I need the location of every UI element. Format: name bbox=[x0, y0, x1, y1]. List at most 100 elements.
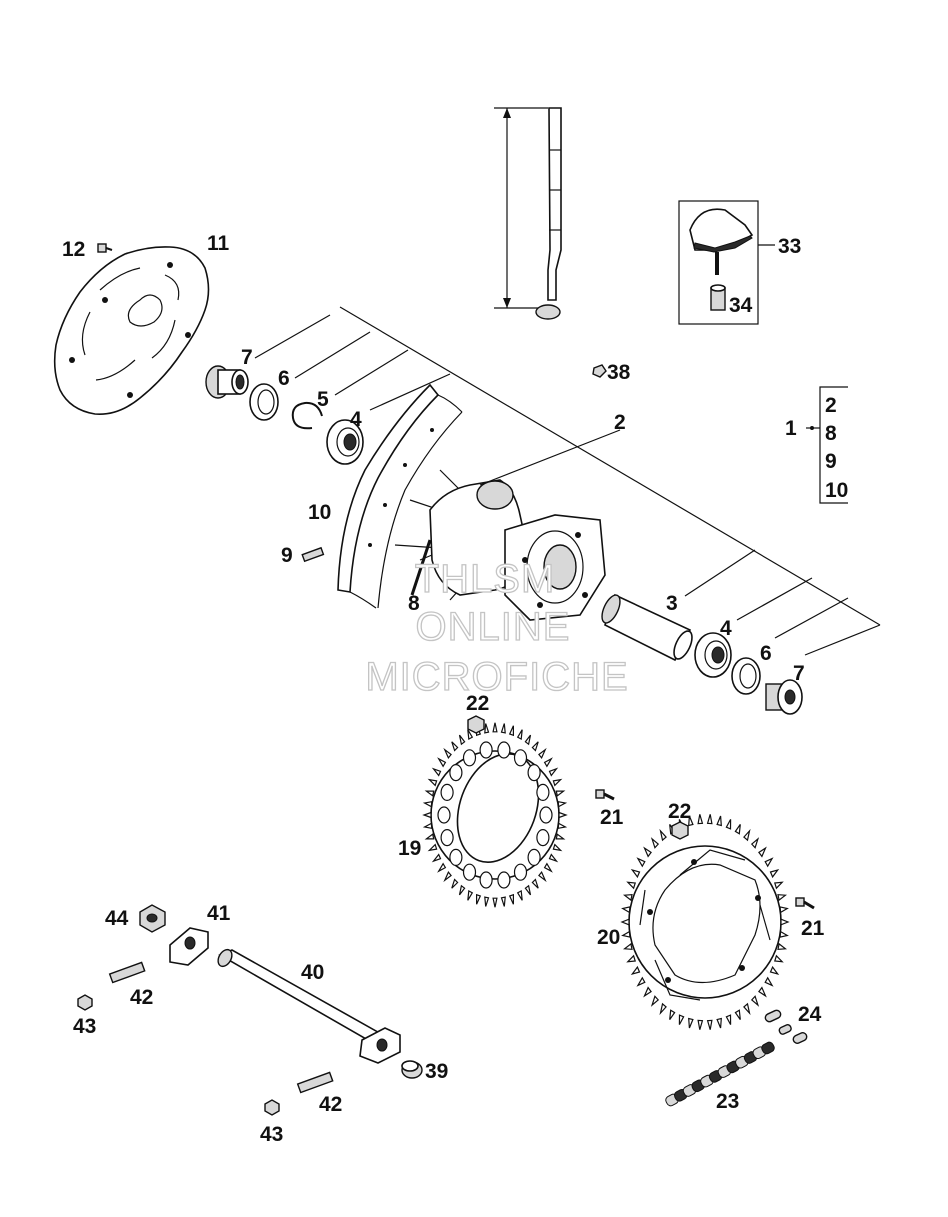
bearing-left bbox=[326, 419, 364, 465]
callout-4-left: 4 bbox=[350, 408, 362, 431]
chain-adjuster bbox=[169, 927, 209, 966]
sprocket-tooth bbox=[431, 767, 442, 777]
sprocket-hole bbox=[437, 806, 451, 824]
sprocket-tooth bbox=[437, 862, 447, 873]
callout-5: 5 bbox=[317, 388, 329, 411]
sprocket-tooth bbox=[636, 857, 646, 868]
spoke-wrench-tool bbox=[494, 107, 562, 320]
sprocket-tooth bbox=[706, 1019, 713, 1030]
callout-6-right: 6 bbox=[760, 642, 772, 665]
callout-34: 34 bbox=[729, 294, 753, 317]
callout-3: 3 bbox=[666, 592, 678, 615]
group-item-3: 9 bbox=[825, 450, 837, 473]
hub-sleeve bbox=[601, 593, 693, 662]
sprocket-tooth bbox=[779, 906, 789, 914]
sprocket-hole bbox=[462, 749, 477, 767]
sprocket-tooth bbox=[643, 986, 652, 998]
watermark-line-3: MICROFICHE bbox=[365, 655, 628, 699]
sprocket-tooth bbox=[774, 881, 784, 890]
sprocket-tooth bbox=[492, 897, 498, 908]
callout-42-upper: 42 bbox=[130, 986, 153, 1009]
sprocket-bolt-2 bbox=[795, 897, 815, 910]
sprocket-tooth bbox=[750, 995, 760, 1007]
spoke bbox=[410, 539, 432, 596]
sprocket-hole bbox=[527, 848, 541, 867]
sprocket-tooth bbox=[777, 894, 788, 902]
sprocket-tooth bbox=[555, 833, 566, 840]
drive-chain bbox=[665, 1041, 775, 1107]
valve-cap-box bbox=[678, 200, 775, 325]
sprocket-tooth bbox=[558, 811, 568, 819]
sprocket-tooth bbox=[769, 965, 780, 976]
sprocket-tooth bbox=[451, 741, 459, 752]
sprocket-tooth bbox=[557, 800, 568, 808]
sprocket-tooth bbox=[531, 878, 539, 889]
sprocket-hole bbox=[536, 783, 550, 802]
sprocket-tooth bbox=[734, 1009, 741, 1020]
sprocket-tooth bbox=[716, 815, 722, 827]
callout-7-left: 7 bbox=[241, 346, 253, 369]
sprocket-tooth bbox=[706, 814, 713, 825]
sprocket-tooth bbox=[621, 930, 631, 938]
axle-nut bbox=[139, 904, 166, 933]
sprocket-tooth bbox=[620, 918, 630, 926]
sprocket-tooth bbox=[750, 837, 760, 849]
callout-1: 1 bbox=[785, 417, 797, 440]
sprocket-tooth bbox=[548, 767, 559, 777]
bearing-right bbox=[694, 632, 732, 678]
axle-cap bbox=[401, 1060, 423, 1079]
sprocket-tooth bbox=[643, 846, 652, 858]
sprocket-tooth bbox=[552, 778, 563, 787]
callout-21-upper: 21 bbox=[600, 806, 624, 829]
sprocket-tooth bbox=[543, 862, 553, 873]
sprocket-tooth bbox=[697, 1019, 704, 1030]
callout-39: 39 bbox=[425, 1060, 448, 1083]
sprocket-tooth bbox=[716, 1017, 722, 1029]
valve-nut bbox=[592, 364, 607, 378]
callout-33: 33 bbox=[778, 235, 801, 258]
sprocket-tooth bbox=[659, 828, 667, 842]
circlip bbox=[291, 401, 323, 430]
group-item-1: 2 bbox=[825, 394, 837, 417]
disc-bolt bbox=[97, 243, 113, 253]
group-item-4: 10 bbox=[825, 479, 848, 502]
sprocket-tooth bbox=[424, 833, 435, 840]
sprocket-tooth bbox=[555, 790, 566, 797]
leader-lines bbox=[254, 306, 881, 656]
sprocket-tooth bbox=[437, 757, 447, 768]
sprocket-tooth bbox=[484, 723, 490, 734]
rear-sprocket-alloy bbox=[620, 814, 790, 1030]
callout-41: 41 bbox=[207, 902, 231, 925]
sprocket-tooth bbox=[516, 729, 523, 741]
sprocket-tooth bbox=[678, 1014, 685, 1025]
callout-23: 23 bbox=[716, 1090, 739, 1113]
callout-24: 24 bbox=[798, 1003, 822, 1026]
sprocket-tooth bbox=[451, 878, 459, 889]
sprocket-tooth bbox=[626, 881, 636, 890]
sprocket-tooth bbox=[427, 778, 438, 787]
sprocket-tooth bbox=[484, 896, 490, 907]
sprocket-hole bbox=[497, 741, 511, 759]
sprocket-tooth bbox=[769, 868, 780, 879]
sprocket-tooth bbox=[531, 741, 539, 752]
sprocket-tooth bbox=[467, 729, 474, 741]
chain-link bbox=[761, 1041, 775, 1055]
sprocket-hole bbox=[479, 741, 493, 759]
sprocket-tooth bbox=[669, 1009, 676, 1020]
callout-2: 2 bbox=[614, 411, 626, 434]
callout-8: 8 bbox=[408, 592, 420, 615]
sprocket-hole bbox=[479, 871, 493, 889]
sprocket-tooth bbox=[552, 843, 563, 852]
sprocket-tooth bbox=[431, 853, 442, 863]
seal-left bbox=[249, 383, 279, 421]
sprocket-tooth bbox=[697, 814, 704, 825]
sprocket-tooth bbox=[458, 884, 466, 896]
sprocket-tooth bbox=[650, 837, 660, 849]
sprocket-tooth bbox=[780, 918, 790, 926]
master-link bbox=[764, 1009, 808, 1044]
sprocket-tooth bbox=[476, 893, 482, 905]
sprocket-hole bbox=[527, 763, 541, 782]
sprocket-hole bbox=[440, 783, 454, 802]
sprocket-tooth bbox=[557, 822, 568, 830]
